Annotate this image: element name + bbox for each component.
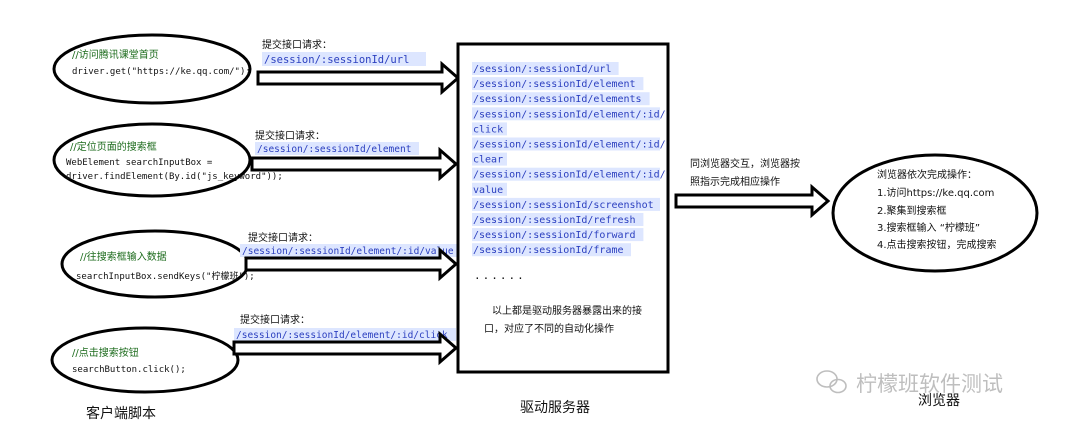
arrow-shape <box>674 183 831 219</box>
endpoint-highlight <box>234 328 456 341</box>
request-arrow-3: 提交接口请求： /session/:sessionId/element/:id/… <box>240 231 459 282</box>
request-label: 提交接口请求： <box>262 38 332 51</box>
client-ellipse <box>52 33 252 105</box>
endpoint-highlight <box>472 77 644 91</box>
client-code: searchButton.click(); <box>72 365 186 375</box>
endpoint-highlight <box>472 167 660 181</box>
client-code: driver.findElement(By.id("js_keyword")); <box>66 172 283 182</box>
client-step-4: //点击搜索按钮 searchButton.click(); <box>50 326 240 394</box>
request-arrow-4: 提交接口请求： /session/:sessionId/element/:id/… <box>232 313 459 366</box>
server-endpoint: /session/:sessionId/url <box>473 64 611 75</box>
interact-label: 照指示完成相应操作 <box>690 175 780 188</box>
client-ellipse <box>60 229 250 299</box>
endpoint-highlight <box>472 137 660 151</box>
client-code: WebElement searchInputBox = <box>66 158 213 168</box>
request-endpoint: /session/:sessionId/element/:id/click <box>236 330 448 341</box>
client-code: searchInputBox.sendKeys("柠檬班"); <box>76 270 255 282</box>
request-label: 提交接口请求： <box>248 231 318 244</box>
server-endpoint: /session/:sessionId/elements <box>473 94 642 105</box>
server-endpoint: /session/:sessionId/element/:id/ <box>473 109 666 120</box>
endpoint-highlight <box>472 182 507 196</box>
endpoint-highlight <box>240 244 458 257</box>
endpoint-highlight <box>472 62 619 75</box>
caption-client: 客户端脚本 <box>86 405 156 422</box>
client-comment: //点击搜索按钮 <box>72 346 139 359</box>
request-label: 提交接口请求： <box>255 129 325 142</box>
endpoint-highlight <box>472 122 507 136</box>
client-comment: //定位页面的搜索框 <box>70 140 157 153</box>
request-arrow-2: 提交接口请求： /session/:sessionId/element <box>250 129 459 182</box>
request-endpoint: /session/:sessionId/url <box>264 54 409 66</box>
arrow-shape <box>232 330 459 366</box>
server-endpoint: clear <box>473 155 503 166</box>
endpoint-highlight <box>472 197 660 211</box>
server-endpoint: /session/:sessionId/frame <box>473 245 624 256</box>
browser-step: 3.搜索框输入 “柠檬班” <box>877 221 980 234</box>
interact-arrow: 同浏览器交互，浏览器按 照指示完成相应操作 <box>674 157 831 219</box>
endpoint-highlight <box>472 243 631 257</box>
endpoint-highlight <box>472 152 507 166</box>
arrow-shape <box>244 246 459 282</box>
request-arrow-1: 提交接口请求： /session/:sessionId/url <box>256 38 461 96</box>
endpoint-highlight <box>472 92 650 106</box>
server-endpoint: /session/:sessionId/element <box>473 79 636 90</box>
arrow-shape <box>256 60 461 96</box>
browser-steps: 浏览器依次完成操作： 1.访问https://ke.qq.com 2.聚集到搜索… <box>831 153 1039 273</box>
client-code: driver.get("https://ke.qq.com/"); <box>72 67 251 77</box>
request-label: 提交接口请求： <box>240 313 310 326</box>
watermark-text: 柠檬班软件测试 <box>856 372 1003 396</box>
server-endpoint: /session/:sessionId/element/:id/ <box>473 140 666 151</box>
client-step-2: //定位页面的搜索框 WebElement searchInputBox = d… <box>52 122 283 198</box>
server-endpoint: /session/:sessionId/forward <box>473 230 636 241</box>
browser-step: 2.聚集到搜索框 <box>877 204 947 217</box>
client-comment: //往搜索框输入数据 <box>80 250 167 263</box>
server-endpoint-list: /session/:sessionId/url/session/:session… <box>472 62 666 257</box>
server-endpoint: value <box>473 185 503 196</box>
browser-ellipse <box>831 153 1039 273</box>
interact-label: 同浏览器交互，浏览器按 <box>690 157 800 170</box>
driver-server: /session/:sessionId/url/session/:session… <box>456 42 670 374</box>
watermark: 柠檬班软件测试 <box>816 370 1003 396</box>
server-endpoint: /session/:sessionId/refresh <box>473 215 636 226</box>
endpoint-highlight <box>472 228 644 242</box>
endpoint-highlight <box>255 142 419 155</box>
request-endpoint: /session/:sessionId/element <box>257 144 411 155</box>
browser-step: 4.点击搜索按钮，完成搜索 <box>877 238 997 251</box>
arrow-shape <box>250 146 459 182</box>
endpoint-highlight <box>472 107 660 121</box>
server-note: 口，对应了不同的自动化操作 <box>484 322 614 335</box>
client-ellipse <box>52 122 252 198</box>
server-note: 以上都是驱动服务器暴露出来的接 <box>492 304 642 317</box>
caption-browser: 浏览器 <box>918 393 960 409</box>
endpoint-highlight <box>262 52 426 66</box>
wechat-icon <box>816 370 847 394</box>
server-ellipsis: ...... <box>474 269 526 282</box>
client-step-3: //往搜索框输入数据 searchInputBox.sendKeys("柠檬班"… <box>60 229 255 299</box>
browser-steps-title: 浏览器依次完成操作： <box>877 168 977 181</box>
endpoint-highlight <box>472 213 644 226</box>
browser-step: 1.访问https://ke.qq.com <box>877 186 994 199</box>
server-endpoint: /session/:sessionId/screenshot <box>473 200 654 211</box>
client-ellipse <box>50 326 240 394</box>
client-step-1: //访问腾讯课堂首页 driver.get("https://ke.qq.com… <box>52 33 252 105</box>
caption-server: 驱动服务器 <box>520 400 590 416</box>
request-endpoint: /session/:sessionId/element/:id/value <box>242 246 454 257</box>
server-endpoint: click <box>473 124 503 135</box>
client-comment: //访问腾讯课堂首页 <box>72 48 159 61</box>
server-endpoint: /session/:sessionId/element/:id/ <box>473 170 666 181</box>
